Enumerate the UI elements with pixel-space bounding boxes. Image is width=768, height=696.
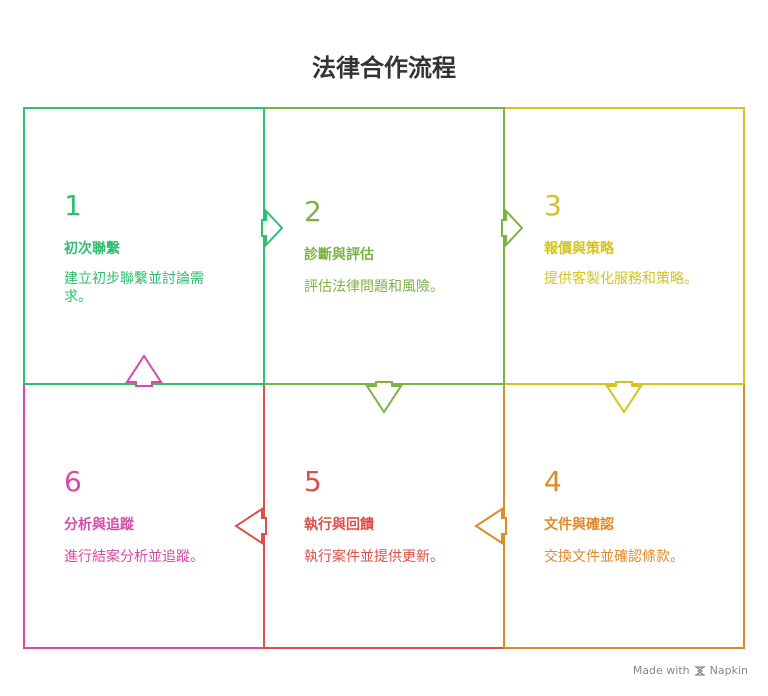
- arrow-5-to-6: [234, 507, 267, 545]
- step-4-number: 4: [544, 465, 562, 498]
- step-6-box: [23, 383, 265, 649]
- step-4-box: [503, 383, 745, 649]
- step-1-number: 1: [64, 189, 82, 222]
- napkin-logo-icon: [693, 665, 706, 676]
- step-1-description: 建立初步聯繫並討論需求。: [64, 271, 204, 305]
- step-5-box: [263, 383, 505, 649]
- arrow-6-to-1: [125, 354, 163, 387]
- step-1-heading: 初次聯繫: [64, 241, 120, 257]
- napkin-watermark: Made with Napkin: [633, 664, 748, 677]
- napkin-brand: Napkin: [709, 664, 748, 677]
- arrow-4-to-5: [474, 507, 507, 545]
- made-with-label: Made with: [632, 664, 690, 677]
- step-4-description: 交換文件並確認條款。: [544, 549, 684, 565]
- step-3-description: 提供客製化服務和策略。: [544, 271, 698, 287]
- step-4-heading: 文件與確認: [544, 517, 614, 533]
- arrow-2-to-5: [365, 381, 403, 414]
- step-2-description: 評估法律問題和風險。: [304, 279, 444, 295]
- step-3-number: 3: [544, 189, 562, 222]
- step-5-description: 執行案件並提供更新。: [304, 549, 444, 565]
- arrow-2-to-3: [501, 208, 524, 248]
- diagram-title: 法律合作流程: [312, 54, 456, 82]
- step-5-number: 5: [304, 465, 322, 498]
- step-3-heading: 報價與策略: [544, 241, 614, 257]
- step-6-heading: 分析與追蹤: [64, 517, 134, 533]
- step-1-box: [23, 107, 265, 385]
- arrow-1-to-2: [261, 208, 284, 248]
- step-2-number: 2: [304, 195, 322, 228]
- step-5-heading: 執行與回饋: [304, 517, 374, 533]
- step-3-box: [503, 107, 745, 385]
- step-6-number: 6: [64, 465, 82, 498]
- step-2-box: [263, 107, 505, 385]
- arrow-3-to-4: [605, 381, 643, 414]
- step-2-heading: 診斷與評估: [304, 247, 374, 263]
- step-6-description: 進行結案分析並追蹤。: [64, 549, 204, 565]
